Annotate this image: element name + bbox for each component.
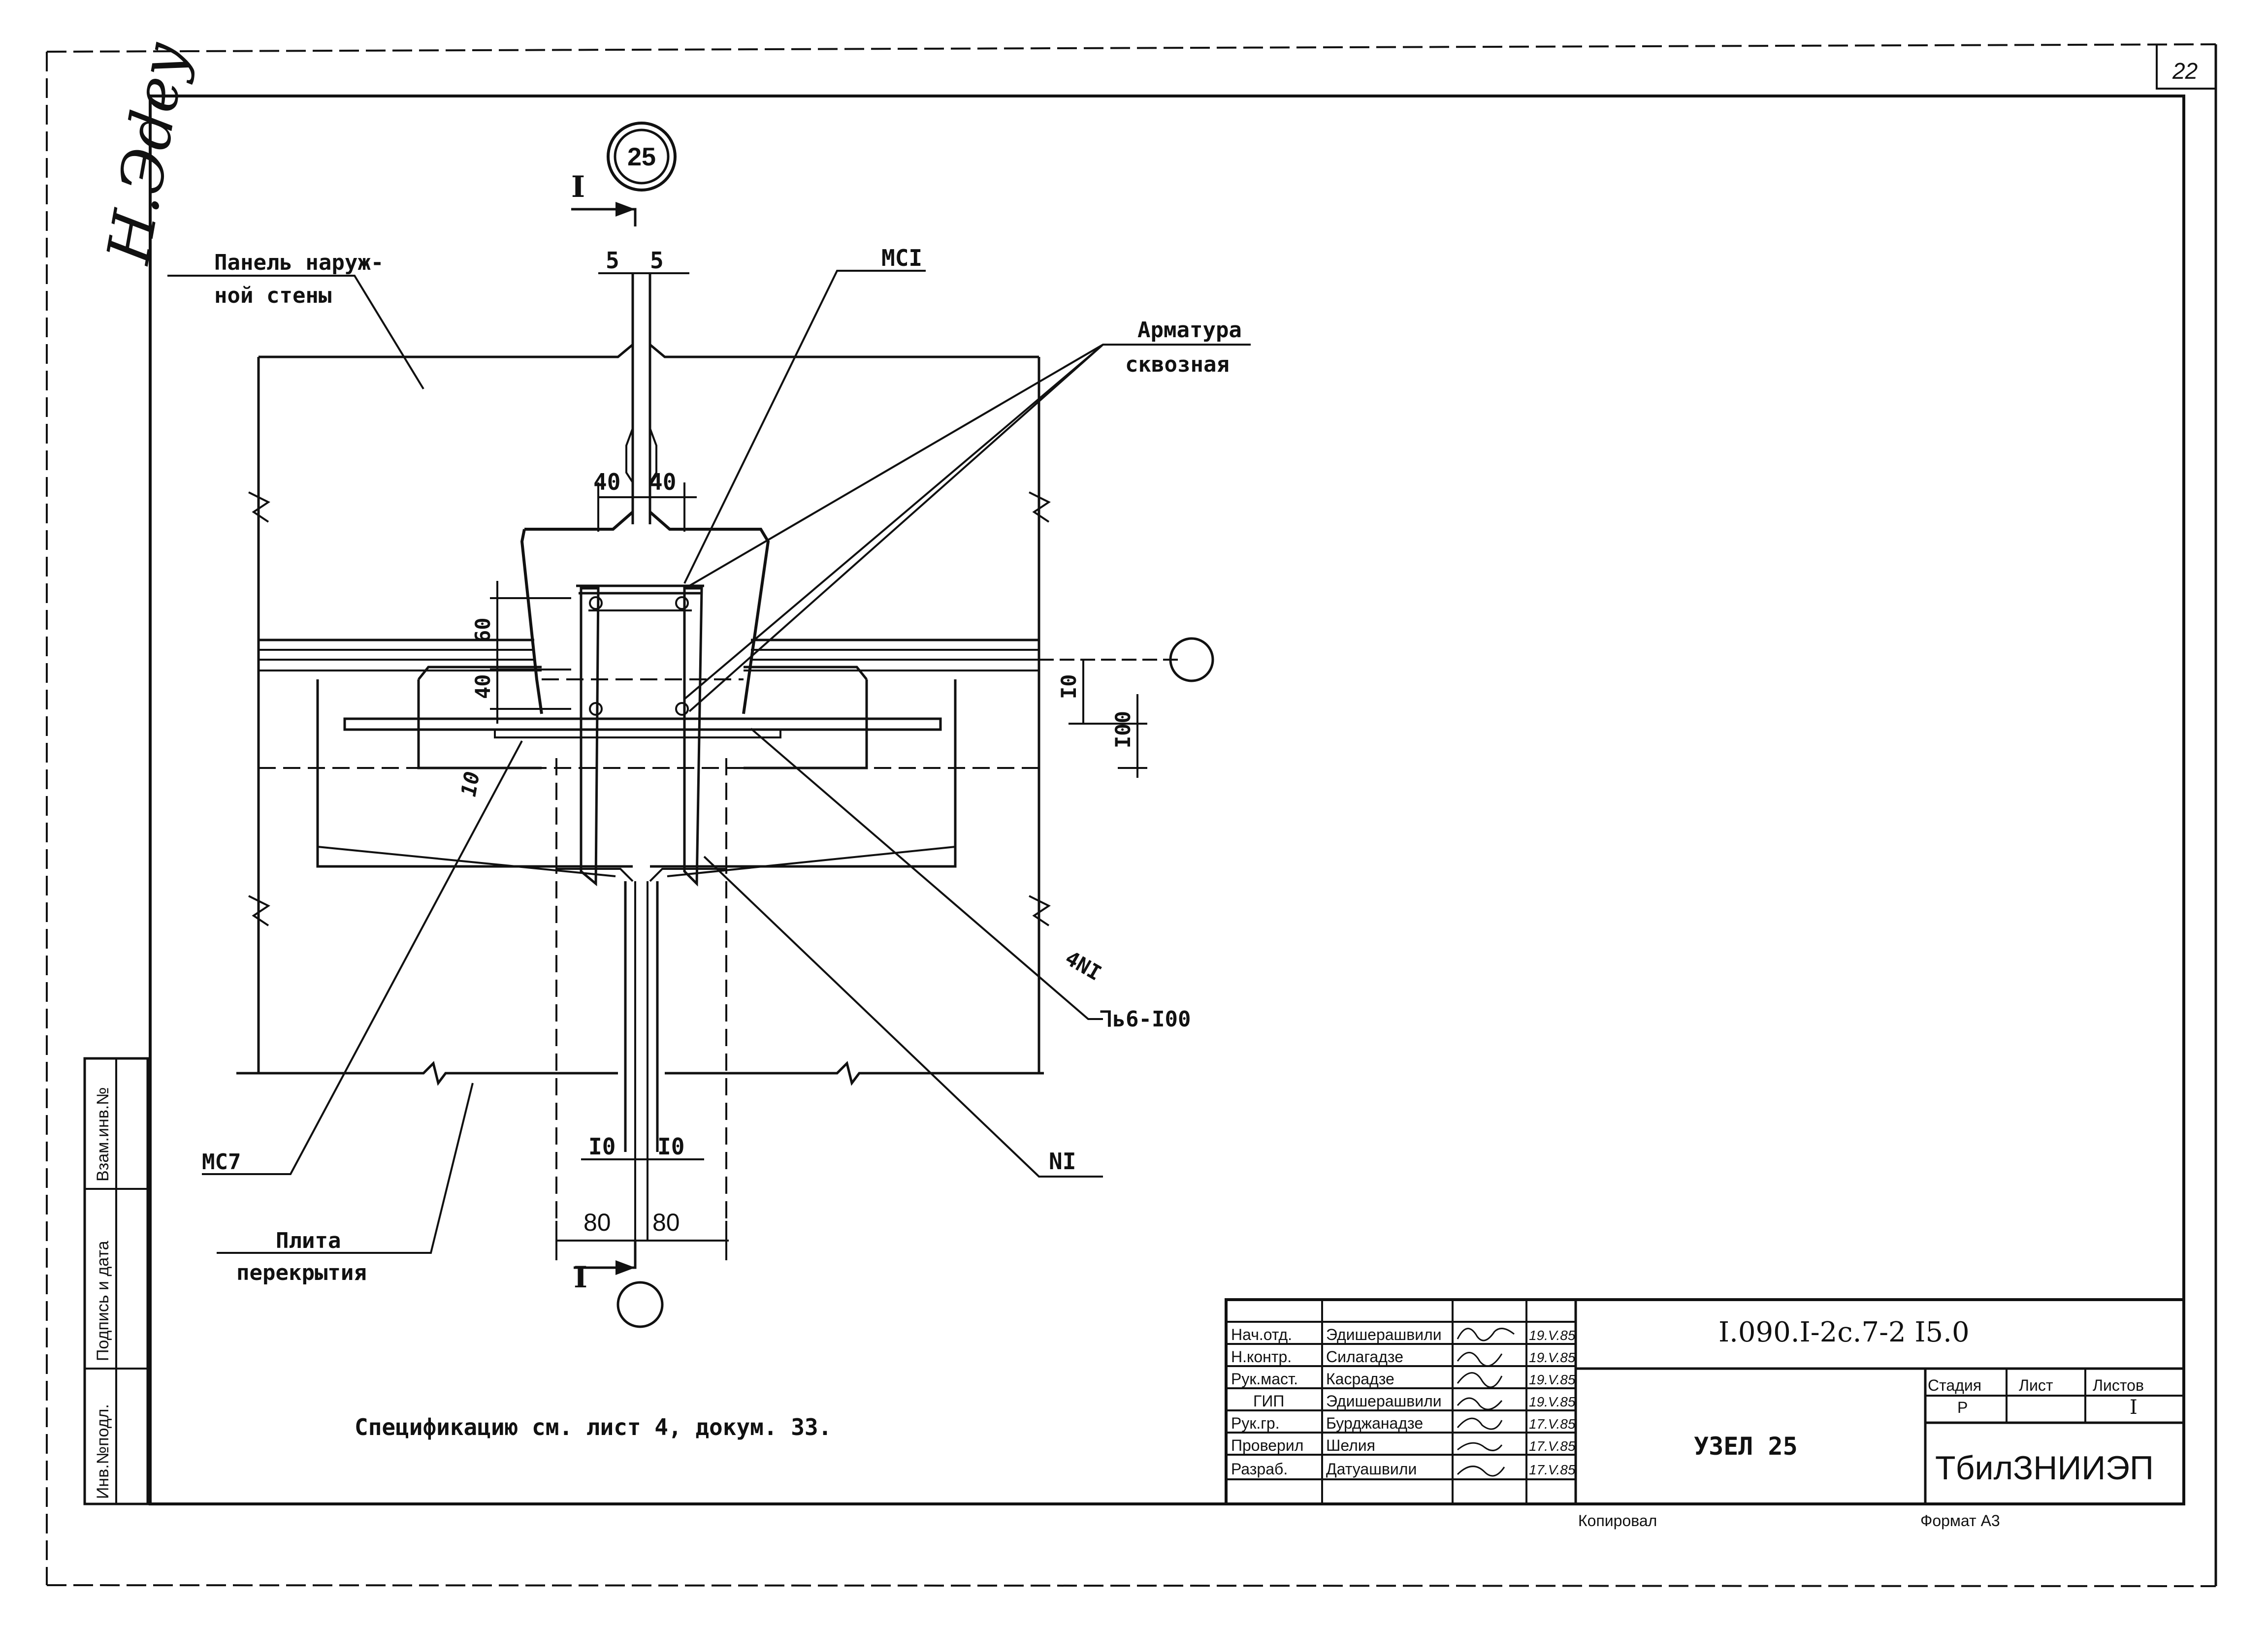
label-outer-wall-panel-2: ной стены — [214, 283, 331, 308]
side-stamp: Инв.№подл. Подпись и дата Взам.инв.№ — [83, 1057, 149, 1505]
tb-signatures — [1457, 1328, 1515, 1477]
dim-right-10: I0 — [1057, 674, 1081, 699]
tb-name-6: Шелия — [1326, 1436, 1375, 1454]
label-mc7: МС7 — [202, 1149, 241, 1175]
copied-label: Копировал — [1578, 1512, 1657, 1530]
tb-date-3: 19.V.85 — [1529, 1372, 1576, 1387]
sheet-frame — [46, 43, 2217, 1587]
sheet-number: 22 — [2172, 58, 2198, 84]
tb-role-5: Рук.гр. — [1231, 1414, 1280, 1432]
tb-organization: ТбилЗНИИЭП — [1935, 1449, 2154, 1487]
drawing-frame — [149, 95, 2185, 1505]
tb-date-4: 19.V.85 — [1529, 1394, 1576, 1409]
tb-date-5: 17.V.85 — [1529, 1416, 1576, 1432]
tb-sheet-header: Лист — [2019, 1376, 2053, 1394]
tb-date-1: 19.V.85 — [1529, 1328, 1576, 1343]
label-outer-wall-panel-1: Панель наруж- — [214, 250, 384, 275]
dim-bracket-left: 40 — [593, 469, 620, 495]
label-floor-slab-1: Плита — [276, 1228, 341, 1253]
stamp-signature-date: Подпись и дата — [94, 1241, 112, 1361]
node-marker: 25 — [607, 122, 677, 192]
dim-bottom-80-right: 80 — [652, 1209, 680, 1236]
tb-role-7: Разраб. — [1231, 1460, 1288, 1478]
label-through-rebar-1: Арматура — [1137, 318, 1242, 343]
tb-document-code: I.090.I-2c.7-2 I5.0 — [1718, 1316, 1970, 1348]
format-label: Формат А3 — [1920, 1512, 2000, 1530]
dim-top-gap-right: 5 — [650, 247, 664, 274]
label-n1: NI — [1049, 1148, 1076, 1175]
node-drawing — [236, 273, 1182, 1241]
tb-name-2: Силагадзе — [1326, 1348, 1403, 1366]
tb-role-2: Н.контр. — [1231, 1348, 1292, 1366]
label-through-rebar-2: сквозная — [1125, 352, 1230, 377]
tb-title: УЗЕЛ 25 — [1694, 1432, 1798, 1461]
node-number: 25 — [627, 143, 656, 171]
section-mark-bottom: I — [574, 1241, 664, 1328]
label-mc1: МСI — [881, 245, 922, 271]
tb-name-4: Эдишерашвили — [1326, 1392, 1442, 1410]
dim-vertical-60: 60 — [471, 617, 495, 642]
dim-bottom-10-right: I0 — [657, 1133, 684, 1160]
tb-role-4: ГИП — [1253, 1392, 1284, 1410]
stamp-replacement-inv: Взам.инв.№ — [94, 1087, 112, 1181]
dim-bottom-80-left: 80 — [583, 1209, 611, 1236]
section-label-bottom: I — [574, 1260, 587, 1295]
margin-signature: Н.Эdey — [94, 37, 200, 269]
tb-date-7: 17.V.85 — [1529, 1462, 1576, 1477]
tb-sheets-value: I — [2130, 1396, 2138, 1419]
leader-lines — [167, 270, 1251, 1254]
tb-role-1: Нач.отд. — [1231, 1326, 1292, 1343]
label-rebar-spec: ⅂ь6-I00 — [1100, 1007, 1191, 1032]
tb-role-3: Рук.маст. — [1231, 1370, 1298, 1388]
dim-right-100: I00 — [1111, 711, 1135, 748]
tb-name-7: Датуашвили — [1326, 1460, 1417, 1478]
title-block: Нач.отд. Эдишерашвили 19.V.85 Н.контр. С… — [1225, 1298, 2185, 1505]
tb-name-1: Эдишерашвили — [1326, 1326, 1442, 1343]
dim-vertical-10: 10 — [456, 769, 485, 798]
tb-role-6: Проверил — [1231, 1436, 1303, 1454]
tb-stage-value: Р — [1957, 1399, 1968, 1416]
dimension-lines — [490, 272, 1214, 1260]
tb-sheets-header: Листов — [2093, 1376, 2144, 1394]
specification-note: Спецификацию см. лист 4, докум. 33. — [355, 1414, 832, 1440]
tb-name-5: Бурджанадзе — [1326, 1414, 1423, 1432]
tb-date-2: 19.V.85 — [1529, 1350, 1576, 1365]
dim-vertical-40: 40 — [471, 674, 495, 699]
tb-stage-header: Стадия — [1928, 1376, 1981, 1394]
tb-name-3: Касрадзе — [1326, 1370, 1394, 1388]
label-rebar-4n1: 4NI — [1061, 946, 1105, 985]
dim-bracket-right: 40 — [649, 469, 676, 495]
tb-date-6: 17.V.85 — [1529, 1438, 1576, 1454]
label-floor-slab-2: перекрытия — [236, 1260, 367, 1285]
dim-top-gap-left: 5 — [606, 247, 619, 274]
section-label-top: I — [571, 170, 585, 204]
dim-bottom-10-left: I0 — [588, 1133, 616, 1160]
stamp-inv-number: Инв.№подл. — [94, 1404, 112, 1499]
section-mark-top: I — [571, 170, 637, 226]
